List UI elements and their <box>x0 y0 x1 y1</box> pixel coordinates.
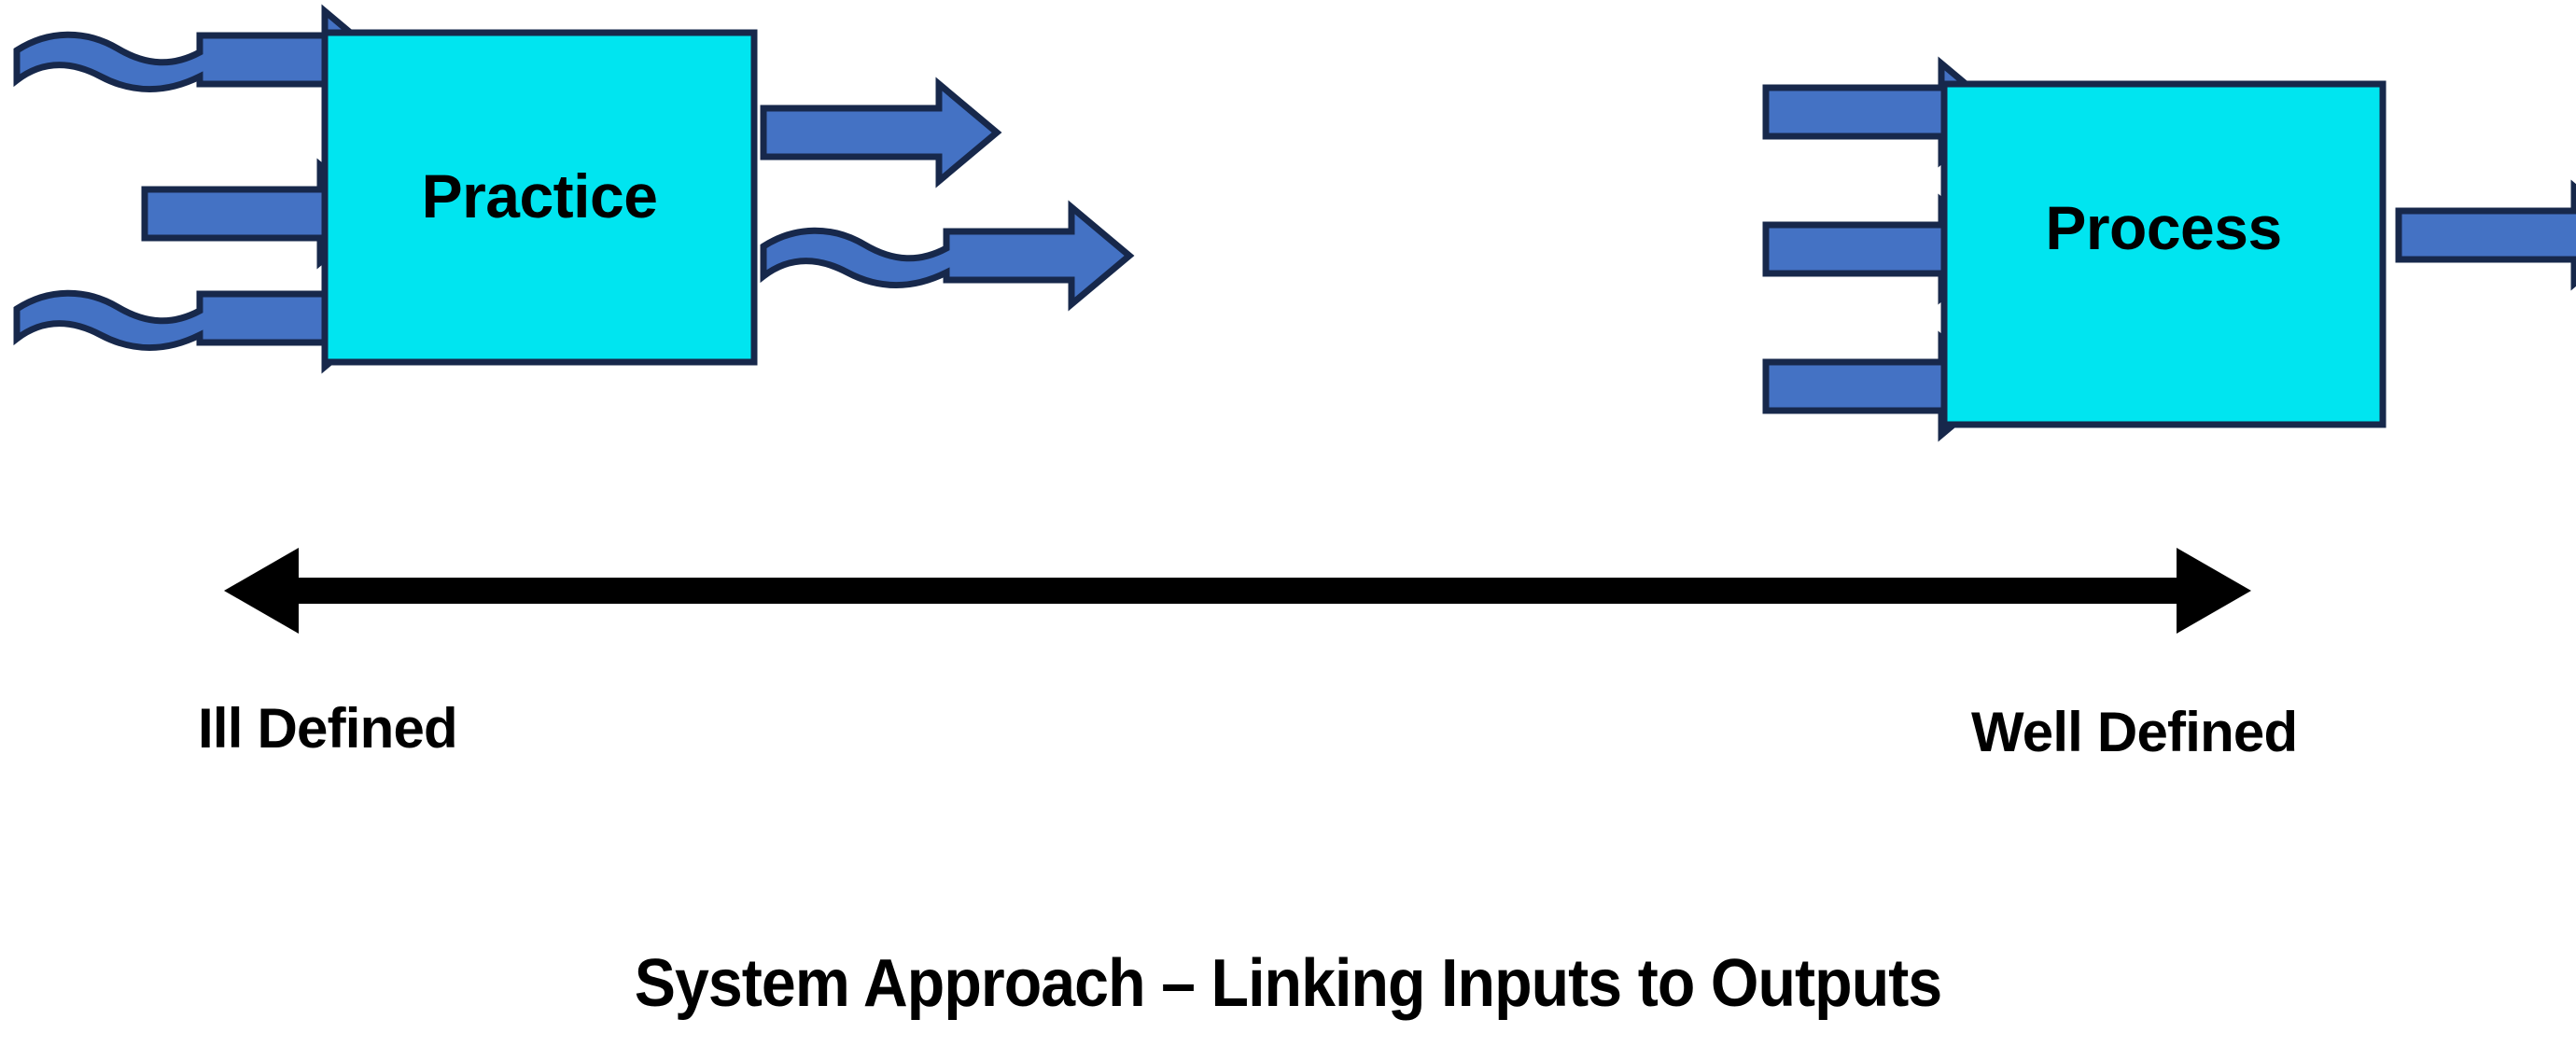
process-box-label: Process <box>2045 193 2282 262</box>
well-defined-label: Well Defined <box>1971 701 2298 763</box>
ill-defined-label: Ill Defined <box>198 697 458 760</box>
practice-box <box>321 29 758 366</box>
process-box <box>1940 80 2387 428</box>
practice-box-label: Practice <box>421 161 658 230</box>
process-output-arrow-1-straight <box>2399 187 2576 284</box>
practice-output-arrow-1-straight <box>763 84 997 181</box>
diagram-caption: System Approach – Linking Inputs to Outp… <box>634 946 1943 1021</box>
practice-output-arrow-2-wavy <box>763 207 1129 304</box>
definition-scale-arrow <box>224 548 2251 634</box>
